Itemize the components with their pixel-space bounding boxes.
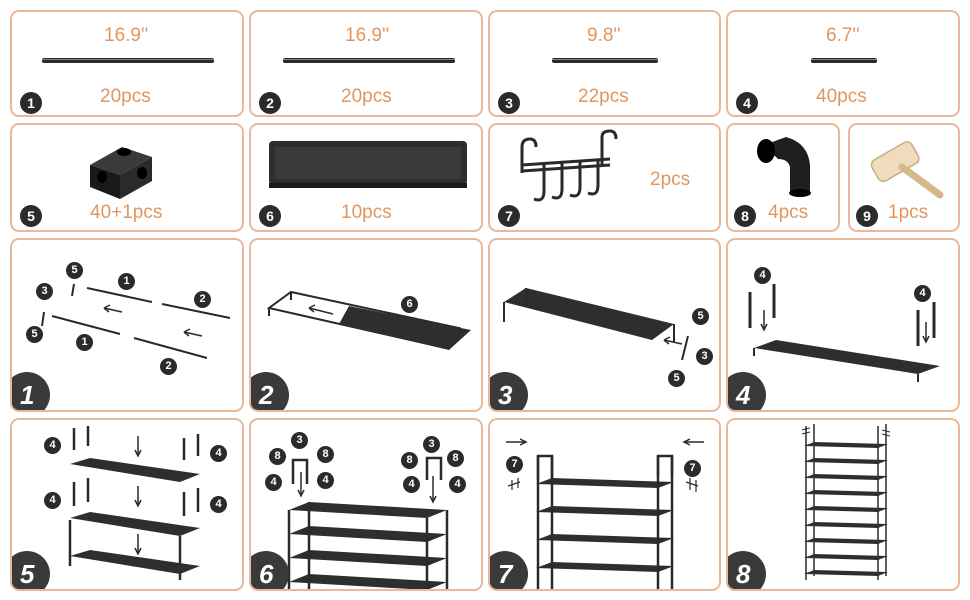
callout: 5 <box>26 326 43 343</box>
part-badge: 8 <box>734 205 756 227</box>
callout: 4 <box>914 285 931 302</box>
callout: 3 <box>36 283 53 300</box>
mallet-icon <box>870 141 944 199</box>
step5-diagram <box>68 426 200 580</box>
tube-icon <box>42 58 214 63</box>
step-number: 6 <box>251 551 289 589</box>
step-panel-3: 5 3 5 3 <box>488 238 721 412</box>
step-panel-7: 7 7 7 <box>488 418 721 591</box>
part-size: 16.9'' <box>104 25 149 46</box>
part-panel-3: 9.8'' 22pcs 3 <box>488 10 721 117</box>
step2-diagram <box>266 290 471 350</box>
part-panel-5: 40+1pcs 5 <box>10 123 244 232</box>
step-panel-2: 6 2 <box>249 238 483 412</box>
part-badge: 1 <box>20 92 42 114</box>
callout: 6 <box>401 296 418 313</box>
corner-connector-icon <box>90 147 152 199</box>
part-panel-8: 4pcs 8 <box>726 123 840 232</box>
shelf-fabric-icon <box>269 141 467 188</box>
callout: 1 <box>118 273 135 290</box>
callout: 3 <box>696 348 713 365</box>
part-qty: 40+1pcs <box>90 202 163 223</box>
part-badge: 7 <box>498 205 520 227</box>
part-size: 16.9'' <box>345 25 390 46</box>
part-badge: 9 <box>856 205 878 227</box>
elbow-joint-icon <box>757 137 811 197</box>
step-number: 1 <box>12 372 50 410</box>
hook-rack-icon <box>520 129 618 202</box>
part-badge: 3 <box>498 92 520 114</box>
step7-diagram <box>506 438 704 589</box>
part-panel-2: 16.9'' 20pcs 2 <box>249 10 483 117</box>
tube-icon <box>811 58 877 63</box>
callout: 1 <box>76 334 93 351</box>
callout: 8 <box>401 452 418 469</box>
part-size: 6.7'' <box>826 25 860 46</box>
callout: 4 <box>210 445 227 462</box>
callout: 5 <box>66 262 83 279</box>
part-qty: 1pcs <box>888 202 929 223</box>
step-number: 7 <box>490 551 528 589</box>
callout: 5 <box>668 370 685 387</box>
callout: 8 <box>269 448 286 465</box>
step-panel-5: 4 4 4 4 5 <box>10 418 244 591</box>
callout: 7 <box>506 456 523 473</box>
part-size: 9.8'' <box>587 25 621 46</box>
part-badge: 4 <box>736 92 758 114</box>
part-badge: 6 <box>259 205 281 227</box>
callout: 8 <box>447 450 464 467</box>
part-qty: 20pcs <box>100 86 151 107</box>
tube-icon <box>552 58 658 63</box>
part-panel-4: 6.7'' 40pcs 4 <box>726 10 960 117</box>
callout: 2 <box>194 291 211 308</box>
callout: 4 <box>265 474 282 491</box>
callout: 4 <box>44 437 61 454</box>
callout: 4 <box>44 492 61 509</box>
callout: 4 <box>449 476 466 493</box>
step6-diagram <box>287 456 449 589</box>
part-panel-7: 2pcs 7 <box>488 123 721 232</box>
callout: 3 <box>423 436 440 453</box>
step4-diagram <box>748 284 940 382</box>
part-qty: 20pcs <box>341 86 392 107</box>
part-qty: 4pcs <box>768 202 809 223</box>
callout: 4 <box>403 476 420 493</box>
step-number: 5 <box>12 551 50 589</box>
part-qty: 40pcs <box>816 86 867 107</box>
part-qty: 22pcs <box>578 86 629 107</box>
step1-diagram <box>41 283 231 359</box>
step-number: 2 <box>251 372 289 410</box>
step-panel-4: 4 4 4 <box>726 238 960 412</box>
part-panel-1: 16.9'' 20pcs 1 <box>10 10 244 117</box>
part-panel-9: 1pcs 9 <box>848 123 960 232</box>
callout: 8 <box>317 446 334 463</box>
callout: 4 <box>210 496 227 513</box>
step-panel-1: 5 3 5 1 2 1 2 1 <box>10 238 244 412</box>
part-badge: 2 <box>259 92 281 114</box>
step-panel-6: 3 8 8 4 4 3 8 8 4 4 6 <box>249 418 483 591</box>
step3-diagram <box>503 288 689 361</box>
callout: 7 <box>684 460 701 477</box>
part-qty: 2pcs <box>650 169 691 190</box>
tube-icon <box>283 58 455 63</box>
step-number: 3 <box>490 372 528 410</box>
finished-rack-diagram <box>801 424 891 580</box>
part-badge: 5 <box>20 205 42 227</box>
step-panel-8: 8 <box>726 418 960 591</box>
step-number: 8 <box>728 551 766 589</box>
callout: 4 <box>317 472 334 489</box>
callout: 3 <box>291 432 308 449</box>
part-qty: 10pcs <box>341 202 392 223</box>
callout: 5 <box>692 308 709 325</box>
callout: 4 <box>754 267 771 284</box>
step-number: 4 <box>728 372 766 410</box>
part-panel-6: 10pcs 6 <box>249 123 483 232</box>
callout: 2 <box>160 358 177 375</box>
